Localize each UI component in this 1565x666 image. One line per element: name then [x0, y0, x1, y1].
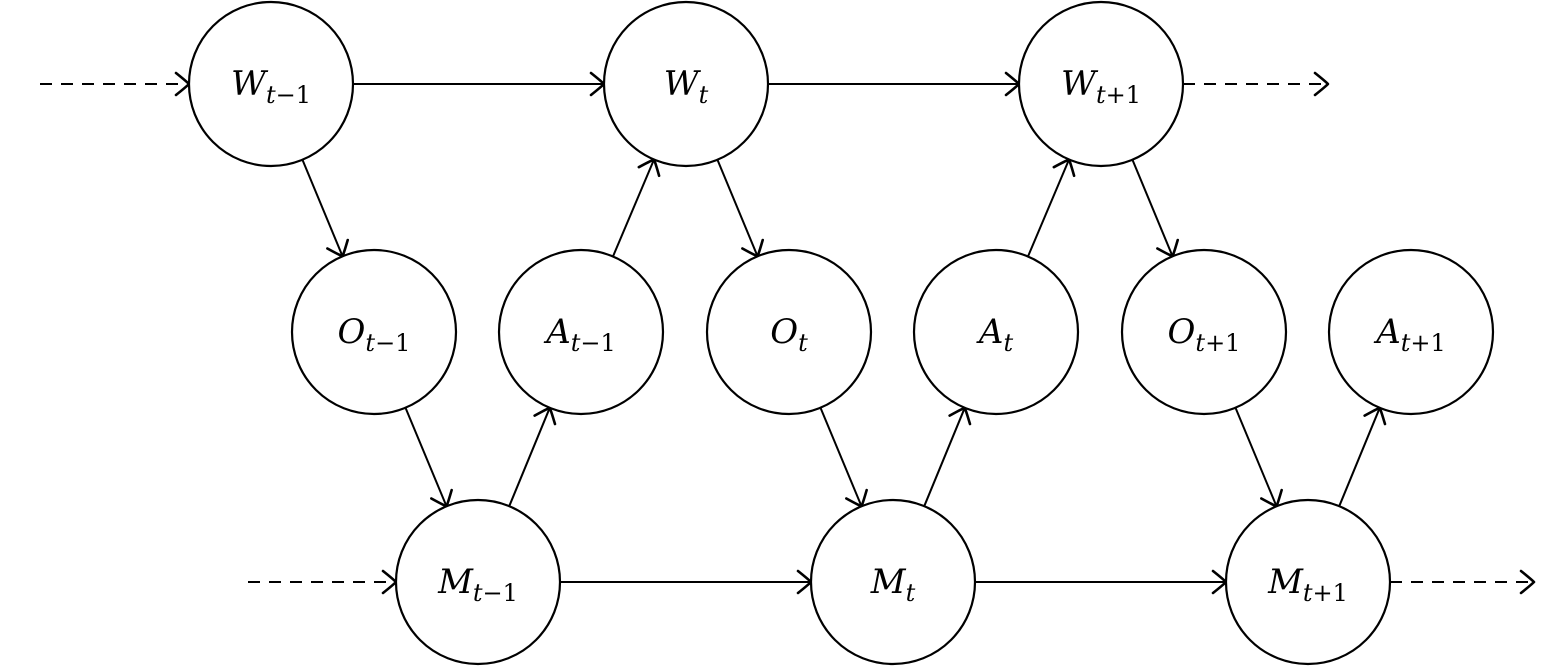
edge-W_tp1-to-out_W — [1183, 71, 1330, 97]
node-A_tp1: At+1 — [1327, 248, 1495, 416]
edge-line — [923, 407, 966, 507]
edge-W_tm1-to-W_t — [353, 71, 606, 97]
edge-line — [1234, 407, 1278, 507]
edge-line — [508, 407, 551, 507]
node-label: Ot+1 — [1168, 312, 1241, 357]
edge-M_tm1-to-A_tm1 — [508, 406, 557, 507]
edge-line — [1027, 159, 1070, 257]
node-M_tp1: Mt+1 — [1224, 498, 1392, 666]
node-circle — [394, 498, 562, 666]
edge-W_tp1-to-O_tp1 — [1131, 159, 1180, 258]
node-circle — [1327, 248, 1495, 416]
edge-A_t-to-W_tp1 — [1027, 158, 1076, 257]
node-W_tp1: Wt+1 — [1017, 0, 1185, 168]
node-circle — [1120, 248, 1288, 416]
edge-W_t-to-W_tp1 — [768, 71, 1021, 97]
edge-O_tp1-to-M_tp1 — [1234, 407, 1283, 508]
node-M_tm1: Mt−1 — [394, 498, 562, 666]
node-label: Wt — [664, 64, 709, 109]
node-circle — [705, 248, 873, 416]
node-label: Ot — [770, 312, 808, 357]
node-M_t: Mt — [809, 498, 977, 666]
node-label: Mt — [870, 562, 916, 607]
node-circle — [1224, 498, 1392, 666]
node-label: Ot−1 — [338, 312, 411, 357]
node-A_tm1: At−1 — [497, 248, 665, 416]
node-circle — [290, 248, 458, 416]
node-label: At−1 — [543, 312, 616, 357]
node-O_tp1: Ot+1 — [1120, 248, 1288, 416]
node-label: At+1 — [1373, 312, 1446, 357]
edge-M_tp1-to-A_tp1 — [1338, 406, 1387, 507]
node-O_t: Ot — [705, 248, 873, 416]
node-W_tm1: Wt−1 — [187, 0, 355, 168]
edge-O_tm1-to-M_tm1 — [404, 407, 453, 508]
node-circle — [1017, 0, 1185, 168]
edge-A_tm1-to-W_t — [612, 158, 661, 257]
edge-line — [819, 407, 863, 507]
edge-in_M-to-M_tm1 — [248, 569, 398, 595]
node-W_t: Wt — [602, 0, 770, 168]
node-label: At — [976, 312, 1014, 357]
edge-line — [716, 159, 759, 257]
edge-line — [1131, 159, 1174, 257]
node-circle — [912, 248, 1080, 416]
node-circle — [497, 248, 665, 416]
node-circle — [187, 0, 355, 168]
edge-line — [612, 159, 655, 257]
edge-W_t-to-O_t — [716, 159, 765, 258]
node-O_tm1: Ot−1 — [290, 248, 458, 416]
edge-M_t-to-A_t — [923, 406, 972, 507]
node-label: Wt−1 — [231, 64, 311, 109]
edge-M_tm1-to-M_t — [560, 569, 813, 595]
arrowhead-icon — [1313, 71, 1330, 97]
edge-line — [301, 159, 344, 257]
arrowhead-icon — [1519, 569, 1536, 595]
nodes-layer: Wt−1 Wt Wt+1Ot−1 At−1 Ot At Ot+1 At+1Mt−1 Mt Mt+1 — [187, 0, 1495, 666]
node-A_t: At — [912, 248, 1080, 416]
edge-O_t-to-M_t — [819, 407, 868, 508]
node-circle — [809, 498, 977, 666]
node-label: Mt−1 — [437, 562, 518, 607]
node-label: Mt+1 — [1267, 562, 1348, 607]
node-label: Wt+1 — [1061, 64, 1141, 109]
node-circle — [602, 0, 770, 168]
edge-W_tm1-to-O_tm1 — [301, 159, 350, 258]
edge-line — [1338, 407, 1381, 507]
edge-M_t-to-M_tp1 — [975, 569, 1228, 595]
edge-M_tp1-to-out_M — [1390, 569, 1536, 595]
edge-in_W-to-W_tm1 — [40, 71, 191, 97]
edge-line — [404, 407, 448, 507]
